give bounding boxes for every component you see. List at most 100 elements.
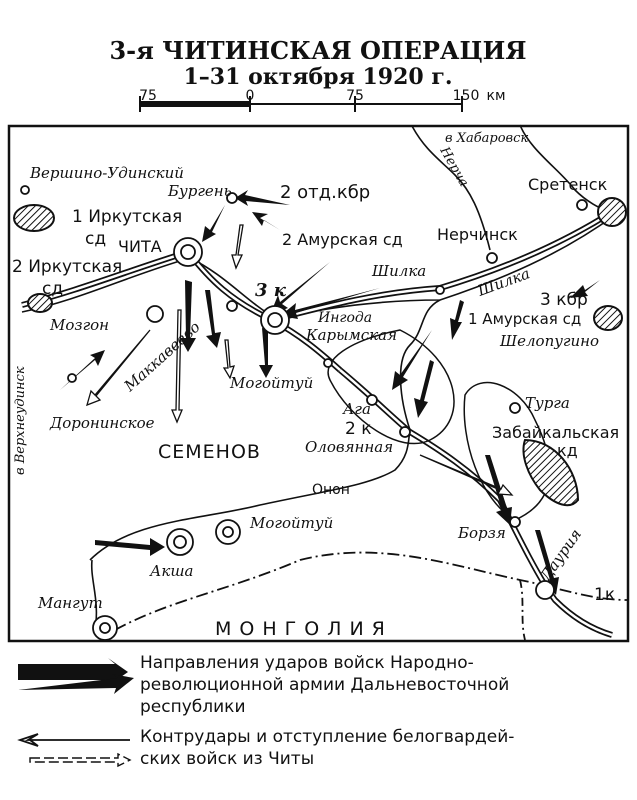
retreat-makk-down bbox=[171, 309, 183, 424]
city-karymskaya-inner bbox=[267, 312, 283, 328]
cities bbox=[20, 185, 588, 641]
arrow-irk-down1 bbox=[180, 280, 196, 352]
arrow-3k-down bbox=[259, 328, 273, 378]
legend-item2-line1: Контрудары и отступление белогвардей- bbox=[140, 727, 514, 747]
scale-tick-75: 75 bbox=[346, 88, 364, 104]
arrow-kbr3 bbox=[570, 280, 600, 298]
label-mogoytuy1: Могойтуй bbox=[229, 374, 313, 392]
label-burgen: Бургень bbox=[167, 182, 232, 200]
map-dates: 1–31 октября 1920 г. bbox=[183, 64, 452, 90]
label-aksha: Акша bbox=[149, 562, 193, 580]
label-olovyannaya: Оловянная bbox=[305, 438, 393, 456]
label-shilka1: Шилка bbox=[371, 262, 426, 280]
label-2otdkbr: 2 отд.кбр bbox=[280, 182, 370, 203]
river-shilka-east bbox=[519, 124, 616, 216]
city-mangut-inner bbox=[99, 622, 111, 634]
city-dauriya bbox=[535, 580, 555, 600]
arrow-dauriya bbox=[535, 530, 559, 595]
label-3k: 3 к bbox=[255, 280, 287, 301]
map-frame bbox=[7, 124, 630, 643]
legend-strike-arrow bbox=[18, 658, 128, 686]
label-to-khabarovsk: в Хабаровск bbox=[445, 131, 528, 146]
city-mozgon-town bbox=[146, 305, 164, 323]
label-karymskaya: Карымская bbox=[305, 326, 397, 344]
city-mogoytuy2-inner bbox=[222, 526, 234, 538]
label-mongolia: МОНГОЛИЯ bbox=[215, 618, 393, 640]
city-turga bbox=[509, 402, 521, 414]
label-shilka2: Шилка bbox=[474, 264, 532, 300]
label-mangut: Мангут bbox=[37, 594, 103, 612]
arrow-amur1-a bbox=[450, 300, 464, 340]
scale-bar: 75 0 75 150 км bbox=[139, 88, 506, 112]
city-aksha-inner bbox=[173, 535, 187, 549]
city-olovyannaya bbox=[399, 426, 411, 438]
legend-item1-line1: Направления ударов войск Народно- bbox=[140, 653, 474, 673]
enemy-zabaikal bbox=[522, 438, 580, 507]
enemy-vershino bbox=[13, 204, 55, 232]
label-shelopugino: Шелопугино bbox=[499, 332, 599, 350]
arrow-2amur bbox=[252, 212, 280, 230]
label-mozgon: Мозгон bbox=[49, 316, 109, 334]
city-borzya bbox=[509, 516, 521, 528]
unit-labels: 2 отд.кбр 1 Иркутская сд 2 Иркутская сд … bbox=[12, 182, 619, 605]
label-irk2-b: сд bbox=[42, 279, 63, 299]
city-doroninskoe bbox=[67, 373, 77, 383]
legend-retreat-arrow bbox=[29, 752, 132, 768]
label-onon: Онон bbox=[312, 482, 350, 498]
arrow-irk-down2 bbox=[205, 290, 221, 348]
label-zab-b: кд bbox=[557, 441, 578, 460]
river-nerch-link bbox=[399, 299, 441, 431]
retreat-chita-makk bbox=[231, 224, 244, 270]
city-mogoytuy1 bbox=[323, 358, 333, 368]
label-2amur: 2 Амурская сд bbox=[282, 230, 403, 249]
legend-item1-line2: революционной армии Дальневосточной bbox=[140, 675, 509, 695]
label-nerchinsk: Нерчинск bbox=[437, 225, 518, 244]
label-doroninskoe: Доронинское bbox=[49, 414, 155, 432]
map-title: 3-я ЧИТИНСКАЯ ОПЕРАЦИЯ bbox=[109, 36, 526, 65]
arrow-burgen bbox=[202, 205, 225, 242]
enemy-sretensk bbox=[597, 197, 627, 227]
label-irk1-a: 1 Иркутская bbox=[72, 207, 182, 227]
label-1k: 1к bbox=[594, 585, 615, 605]
arrow-3k-b bbox=[280, 288, 380, 319]
label-nercha: Нерча bbox=[436, 144, 471, 190]
city-sretensk bbox=[576, 199, 588, 211]
label-borzya: Борзя bbox=[457, 524, 506, 542]
label-irk2-a: 2 Иркутская bbox=[12, 257, 122, 277]
label-irk1-b: сд bbox=[85, 229, 106, 249]
label-amur1: 1 Амурская сд bbox=[468, 310, 581, 328]
mongolia-border-south bbox=[519, 579, 526, 641]
label-semenov: СЕМЕНОВ bbox=[158, 441, 261, 463]
legend-strike-arrow-2 bbox=[18, 674, 134, 694]
strike-arrows bbox=[60, 190, 600, 595]
label-chita: ЧИТА bbox=[118, 237, 162, 256]
legend-item1-line3: республики bbox=[140, 697, 246, 717]
city-makkaveevo bbox=[226, 300, 238, 312]
label-sretensk: Сретенск bbox=[528, 175, 608, 194]
city-nerchinsk bbox=[486, 252, 498, 264]
arrow-mozgon bbox=[60, 350, 105, 390]
label-aga: Ага bbox=[342, 400, 371, 418]
legend: Направления ударов войск Народно- револю… bbox=[17, 653, 514, 769]
enemy-formations bbox=[13, 197, 627, 507]
label-zab-a: Забайкальская bbox=[492, 423, 619, 442]
retreat-mogoytuy bbox=[222, 339, 235, 380]
city-vershino bbox=[20, 185, 30, 195]
label-mogoytuy2: Могойтуй bbox=[249, 514, 333, 532]
retreat-dorinin bbox=[86, 329, 151, 407]
arrow-2otdkbr bbox=[235, 190, 290, 206]
enemy-shelopugino bbox=[593, 305, 623, 331]
scale-unit: км bbox=[486, 88, 505, 104]
scale-tick-150: 150 bbox=[453, 88, 480, 104]
enemy-mozgon bbox=[27, 293, 53, 313]
legend-item2-line2: ских войск из Читы bbox=[140, 749, 314, 769]
label-ingoda: Ингода bbox=[317, 310, 372, 326]
city-shilka-station bbox=[435, 285, 445, 295]
river-onon bbox=[89, 429, 411, 561]
label-turga: Турга bbox=[525, 394, 570, 412]
label-3kbr: 3 кбр bbox=[540, 290, 588, 310]
city-burgen bbox=[226, 192, 238, 204]
arrow-aga bbox=[414, 360, 434, 418]
label-2k: 2 к bbox=[345, 419, 372, 439]
scale-tick-75-left: 75 bbox=[139, 88, 157, 104]
